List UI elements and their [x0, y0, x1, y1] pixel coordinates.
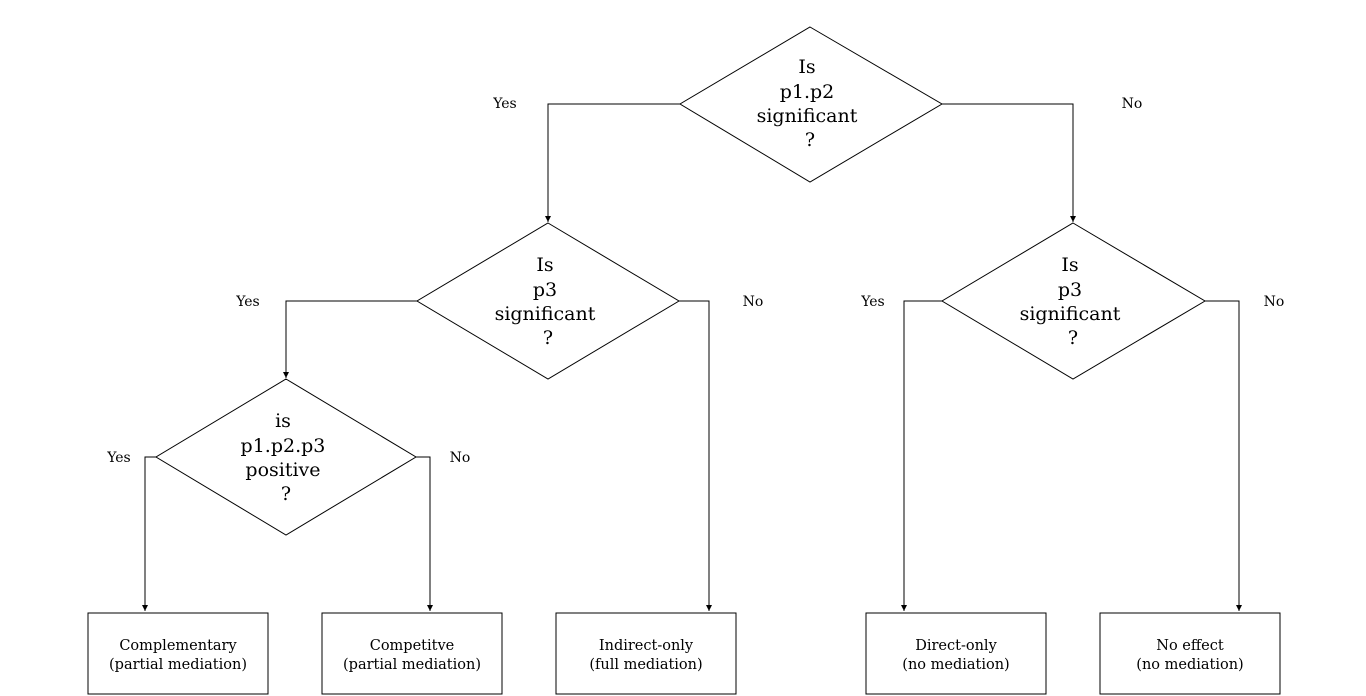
- outcome-detail: (partial mediation): [109, 657, 247, 673]
- outcome-box: [87, 612, 269, 695]
- decision-diamond: [155, 378, 417, 536]
- outcome-detail: (partial mediation): [343, 657, 481, 673]
- connector-d1-yes: [545, 103, 680, 222]
- decision-line: Is: [536, 254, 553, 276]
- decision-line: p3: [533, 279, 557, 301]
- decision-line: positive: [245, 459, 320, 481]
- decision-text: Is p3 significant ?: [495, 254, 602, 349]
- outcome-detail: (full mediation): [589, 657, 702, 673]
- outcome-title: Direct-only: [915, 638, 997, 654]
- connector-d2-no: [679, 300, 712, 611]
- decision-line: p1.p2.p3: [241, 435, 326, 457]
- connectors: [142, 103, 1242, 611]
- branch-label-yes: Yes: [860, 294, 885, 310]
- branch-label-no: No: [1264, 294, 1285, 310]
- decision-text: Is p3 significant ?: [1020, 254, 1127, 349]
- outcome-title: Complementary: [119, 638, 237, 654]
- decision-p1p2p3-positive: is p1.p2.p3 positive ?: [155, 378, 417, 536]
- decision-diamond: [941, 222, 1206, 380]
- decision-text: Is p1.p2 significant ?: [757, 56, 864, 151]
- decision-p3-significant-left: Is p3 significant ?: [416, 222, 680, 380]
- decision-p1p2-significant: Is p1.p2 significant ?: [679, 26, 943, 183]
- decision-line: Is: [798, 56, 815, 78]
- outcome-detail: (no mediation): [1136, 657, 1243, 673]
- decision-line: is: [275, 410, 291, 432]
- outcome-box: [1099, 612, 1281, 695]
- branch-label-no: No: [743, 294, 764, 310]
- outcome-title: No effect: [1156, 638, 1224, 654]
- connector-d1-no: [942, 103, 1076, 222]
- decision-line: ?: [543, 327, 553, 349]
- branch-label-no: No: [1122, 96, 1143, 112]
- outcome-no-effect: No effect (no mediation): [1099, 612, 1281, 695]
- connector-d2-yes: [283, 300, 417, 378]
- decision-line: significant: [495, 303, 596, 325]
- decision-line: ?: [805, 129, 815, 151]
- outcome-complementary: Complementary (partial mediation): [87, 612, 269, 695]
- outcome-title: Competitve: [370, 638, 455, 654]
- decision-line: significant: [757, 105, 858, 127]
- decision-line: p3: [1058, 279, 1082, 301]
- outcome-direct-only: Direct-only (no mediation): [865, 612, 1047, 695]
- decision-line: ?: [281, 483, 291, 505]
- decision-line: p1.p2: [780, 81, 835, 103]
- decision-text: is p1.p2.p3 positive ?: [241, 410, 332, 505]
- outcome-title: Indirect-only: [599, 638, 694, 654]
- branch-label-yes: Yes: [106, 450, 131, 466]
- decision-diamond: [679, 26, 943, 183]
- connector-d3-no: [1205, 300, 1242, 611]
- connector-d3-yes: [901, 300, 942, 611]
- outcome-detail: (no mediation): [902, 657, 1009, 673]
- outcome-box: [865, 612, 1047, 695]
- branch-label-yes: Yes: [492, 96, 517, 112]
- decision-line: ?: [1068, 327, 1078, 349]
- connector-d4-yes: [142, 456, 156, 611]
- branch-labels: Yes No Yes No Yes No Yes No: [106, 96, 1284, 466]
- decision-p3-significant-right: Is p3 significant ?: [941, 222, 1206, 380]
- outcome-indirect-only: Indirect-only (full mediation): [555, 612, 737, 695]
- decision-diamond: [416, 222, 680, 380]
- outcome-competitive: Competitve (partial mediation): [321, 612, 503, 695]
- decision-line: Is: [1061, 254, 1078, 276]
- branch-label-yes: Yes: [235, 294, 260, 310]
- decision-line: significant: [1020, 303, 1121, 325]
- outcome-box: [555, 612, 737, 695]
- connector-d4-no: [416, 456, 433, 611]
- outcome-box: [321, 612, 503, 695]
- branch-label-no: No: [450, 450, 471, 466]
